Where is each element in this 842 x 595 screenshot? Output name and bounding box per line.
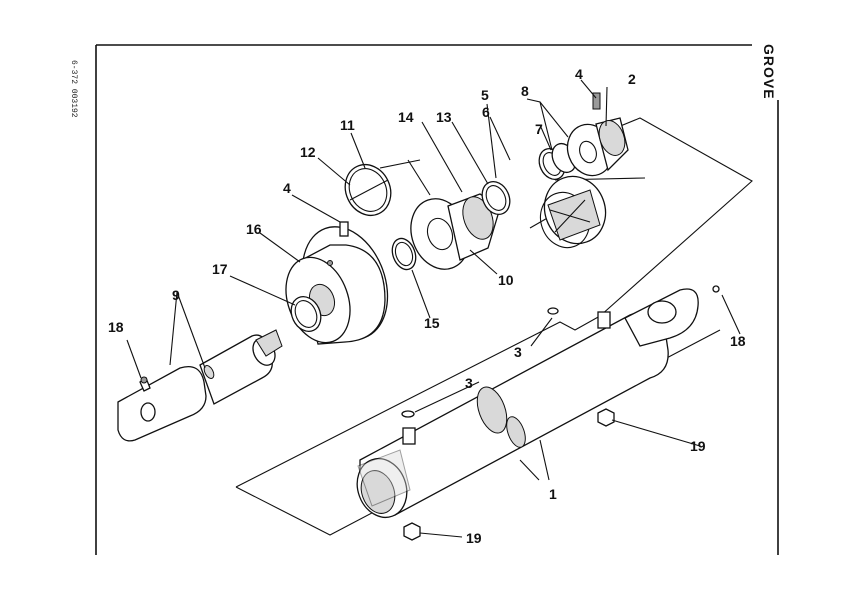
- callout-16: 16: [246, 221, 262, 237]
- callout-labels: 1 2 3 3 4 4 5 6 7 8 9 10 11 12 13 14 15 …: [108, 66, 746, 546]
- callout-5: 5: [481, 87, 489, 103]
- seal-assembly-10: [410, 193, 501, 270]
- callout-7: 7: [535, 121, 543, 137]
- piston-6: [539, 175, 607, 249]
- o-ring-17: [290, 295, 322, 333]
- cylinder-head-gland: [285, 221, 389, 345]
- cylinder-tube-1: [356, 288, 699, 519]
- callout-18-tube: 18: [730, 333, 746, 349]
- drawing-code: 6-372 003192: [69, 60, 78, 118]
- backup-ring-15: [391, 237, 417, 271]
- callout-19-right: 19: [690, 438, 706, 454]
- callout-14: 14: [398, 109, 414, 125]
- callout-4-top: 4: [575, 66, 583, 82]
- callout-17: 17: [212, 261, 228, 277]
- set-screw-4-top: [592, 92, 601, 110]
- callout-3-upper: 3: [514, 344, 522, 360]
- brand-label: GROVE: [761, 44, 777, 100]
- ring-13: [481, 180, 511, 216]
- fittings: [401, 285, 720, 541]
- callout-1: 1: [549, 486, 557, 502]
- callout-9: 9: [172, 287, 180, 303]
- callout-10: 10: [498, 272, 514, 288]
- callout-19-bottom: 19: [466, 530, 482, 546]
- callout-12: 12: [300, 144, 316, 160]
- callout-8: 8: [521, 83, 529, 99]
- callout-13: 13: [436, 109, 452, 125]
- callout-3-lower: 3: [465, 375, 473, 391]
- callout-6: 6: [482, 104, 490, 120]
- callout-11: 11: [340, 117, 355, 133]
- callout-15: 15: [424, 315, 440, 331]
- leader-lines: [126, 79, 741, 538]
- callout-2: 2: [628, 71, 636, 87]
- callout-4-gland: 4: [283, 180, 291, 196]
- page-frame: [95, 44, 779, 555]
- piston-nut-2: [566, 117, 629, 177]
- wiper-ring-11: [344, 164, 392, 216]
- callout-18-rod: 18: [108, 319, 124, 335]
- rod-end-eye: [117, 365, 207, 442]
